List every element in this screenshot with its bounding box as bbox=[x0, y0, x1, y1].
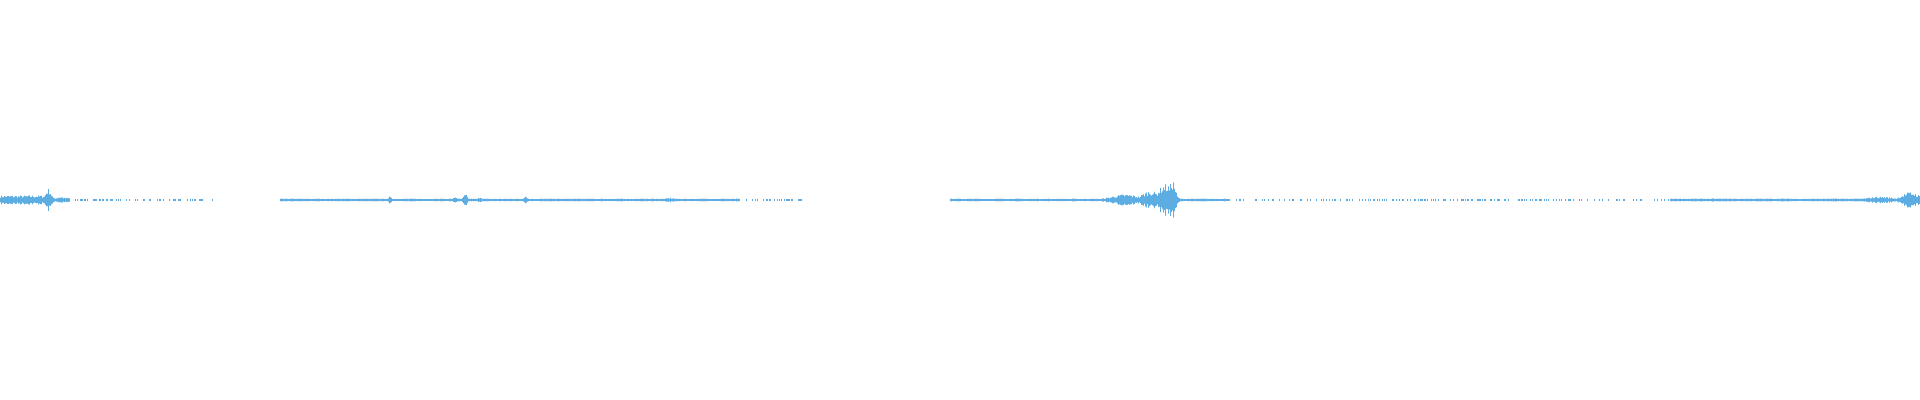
waveform-trace bbox=[0, 182, 1920, 218]
